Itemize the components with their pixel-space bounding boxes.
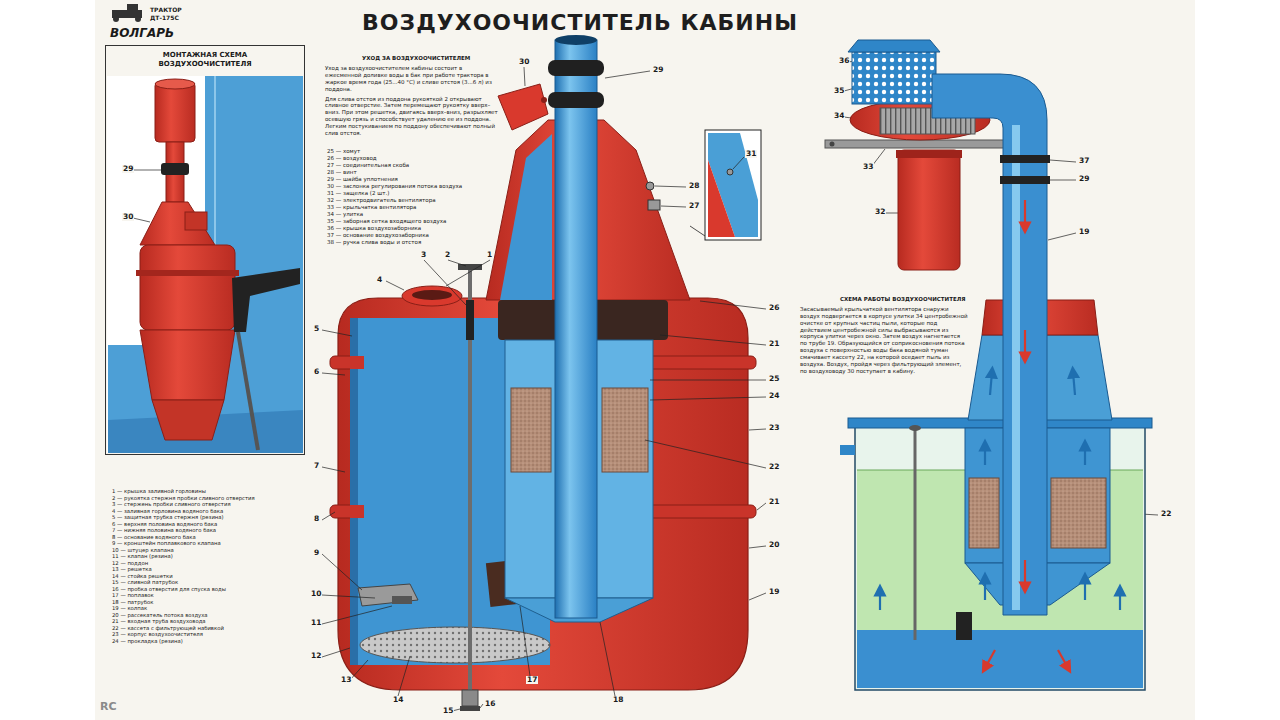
callout-number: 19 [768, 588, 780, 596]
parts-list-item: 29 — шайба уплотнения [327, 176, 398, 183]
parts-list-item: 13 — решетка [112, 566, 152, 573]
parts-list-item: 2 — рукоятка стержня пробки сливного отв… [112, 495, 255, 502]
callout-number: 27 [688, 202, 700, 210]
parts-list-item: 5 — защитная трубка стержня (резина) [112, 514, 224, 521]
callout-number: 22 [1160, 510, 1172, 518]
callout-number: 1 [486, 251, 493, 259]
callout-number: 20 [768, 541, 780, 549]
note-text: Уход за воздухоочистителем кабины состои… [325, 65, 500, 93]
parts-list-item: 27 — соединительная скоба [327, 162, 409, 169]
brand-text: ТРАКТОР ДТ-175С [150, 6, 196, 21]
callout-number: 10 [310, 590, 322, 598]
callout-number: 12 [310, 652, 322, 660]
callout-number: 19 [1078, 228, 1090, 236]
callout-number: 23 [768, 424, 780, 432]
parts-list-item: 36 — крышка воздухозаборника [327, 225, 421, 232]
watermark: RC [100, 700, 117, 714]
callout-number: 3 [420, 251, 427, 259]
callout-number: 29 [1078, 175, 1090, 183]
parts-list-item: 34 — улитка [327, 211, 363, 218]
callout-number: 37 [1078, 157, 1090, 165]
parts-list-item: 23 — корпус воздухоочистителя [112, 631, 203, 638]
callout-number: 14 [392, 696, 404, 704]
section-heading: СХЕМА РАБОТЫ ВОЗДУХООЧИСТИТЕЛЯ [840, 296, 965, 303]
callout-number: 26 [768, 304, 780, 312]
leader-lines [322, 60, 1158, 711]
callout-number: 35 [833, 87, 845, 95]
parts-list-item: 6 — верхняя половина водяного бака [112, 521, 217, 528]
parts-list-item: 11 — клапан (резина) [112, 553, 173, 560]
parts-list-item: 38 — ручка слива воды и отстоя [327, 239, 421, 246]
callout-number: 30 [122, 213, 134, 221]
poster-title: ВОЗДУХООЧИСТИТЕЛЬ КАБИНЫ [340, 10, 820, 35]
callout-number: 5 [313, 325, 320, 333]
parts-list-item: 20 — рассекатель потока воздуха [112, 612, 208, 619]
parts-list-item: 4 — заливная горловина водяного бака [112, 508, 223, 515]
parts-list-item: 26 — воздуховод [327, 155, 377, 162]
parts-list-item: 25 — хомут [327, 148, 360, 155]
parts-list-item: 19 — колпак [112, 605, 147, 612]
callout-number: 17 [526, 676, 538, 684]
callout-number: 30 [518, 58, 530, 66]
callout-number: 18 [612, 696, 624, 704]
callout-number: 13 [340, 676, 352, 684]
parts-list-item: 22 — кассета с фильтрующей набивкой [112, 625, 224, 632]
parts-list-item: 18 — патрубок [112, 599, 153, 606]
parts-list-item: 21 — входная труба воздуховода [112, 618, 206, 625]
parts-list-item: 35 — заборная сетка входящего воздуха [327, 218, 446, 225]
note-text: Для слива отстоя из поддона рукояткой 2 … [325, 96, 500, 137]
callout-number: 16 [484, 700, 496, 708]
inset-panel: МОНТАЖНАЯ СХЕМА ВОЗДУХООЧИСТИТЕЛЯ [105, 45, 305, 455]
parts-list-item: 31 — защелка (2 шт.) [327, 190, 389, 197]
parts-list-item: 17 — поплавок [112, 592, 154, 599]
parts-list-item: 8 — основание водяного бака [112, 534, 196, 541]
parts-list-item: 32 — электродвигатель вентилятора [327, 197, 436, 204]
parts-list-item: 14 — стойка решетки [112, 573, 173, 580]
parts-list-item: 37 — основание воздухозаборника [327, 232, 429, 239]
callout-number: 28 [688, 182, 700, 190]
callout-number: 9 [313, 549, 320, 557]
callout-number: 36 [838, 57, 850, 65]
parts-list-item: 24 — прокладка (резина) [112, 638, 183, 645]
parts-list-item: 1 — крышка заливной горловины [112, 488, 206, 495]
mounting-scheme-figure [107, 76, 303, 453]
callout-number: 25 [768, 375, 780, 383]
callout-number: 24 [768, 392, 780, 400]
parts-list-item: 9 — кронштейн поплавкового клапана [112, 540, 221, 547]
callout-number: 15 [442, 707, 454, 715]
callout-number: 29 [652, 66, 664, 74]
parts-list-item: 12 — поддон [112, 560, 148, 567]
parts-list-item: 16 — пробка отверстия для спуска воды [112, 586, 226, 593]
air-cleaner-cutaway [330, 35, 761, 711]
callout-number: 21 [768, 340, 780, 348]
note-text: Засасываемый крыльчаткой вентилятора сна… [800, 306, 968, 375]
panel-heading: МОНТАЖНАЯ СХЕМА ВОЗДУХООЧИСТИТЕЛЯ [106, 46, 304, 69]
callout-number: 32 [874, 208, 886, 216]
callout-number: 33 [862, 163, 874, 171]
callout-number: 8 [313, 515, 320, 523]
parts-list-item: 33 — крыльчатка вентилятора [327, 204, 416, 211]
callout-number: 7 [313, 462, 320, 470]
callout-number: 2 [444, 251, 451, 259]
callout-number: 34 [833, 112, 845, 120]
tractor-logo [112, 4, 142, 22]
section-heading: УХОД ЗА ВОЗДУХООЧИСТИТЕЛЕМ [362, 55, 470, 62]
parts-list-item: 7 — нижняя половина водяного бака [112, 527, 216, 534]
brand-name: ВОЛГАРЬ [110, 26, 174, 41]
parts-list-item: 28 — винт [327, 169, 357, 176]
callout-number: 29 [122, 165, 134, 173]
callout-number: 22 [768, 463, 780, 471]
parts-list-item: 3 — стержень пробки сливного отверстия [112, 501, 231, 508]
callout-number: 11 [310, 619, 322, 627]
poster-ground [95, 0, 1195, 720]
callout-number: 31 [745, 150, 757, 158]
parts-list-item: 10 — штуцер клапана [112, 547, 174, 554]
callout-number: 4 [376, 276, 383, 284]
parts-list-item: 15 — сливной патрубок [112, 579, 178, 586]
callout-number: 6 [313, 368, 320, 376]
parts-list-item: 30 — заслонка регулирования потока возду… [327, 183, 462, 190]
callout-number: 21 [768, 498, 780, 506]
